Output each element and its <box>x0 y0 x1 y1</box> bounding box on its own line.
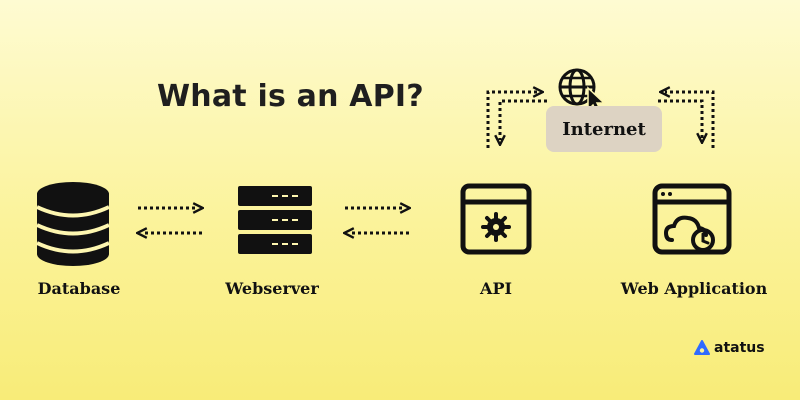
db-webserver-arrows <box>138 208 202 233</box>
internet-left-arrows <box>486 92 547 148</box>
webserver-label: Webserver <box>225 279 319 298</box>
webserver-icon <box>238 186 312 254</box>
atatus-logo-icon <box>694 340 710 355</box>
api-label: API <box>480 279 512 298</box>
web-application-icon <box>652 183 732 255</box>
internet-label-text: Internet <box>562 118 646 140</box>
database-icon <box>36 182 110 266</box>
database-label: Database <box>37 279 121 298</box>
api-window-icon <box>460 183 532 255</box>
internet-label: Internet <box>546 106 662 152</box>
web-application-label: Web Application <box>620 279 768 298</box>
globe-cursor-icon <box>558 68 606 115</box>
brand-name: atatus <box>714 340 765 356</box>
internet-right-arrows <box>658 92 715 148</box>
webserver-api-arrows <box>345 208 409 233</box>
page-title: What is an API? <box>157 79 424 114</box>
brand-logo: atatus <box>694 340 765 356</box>
